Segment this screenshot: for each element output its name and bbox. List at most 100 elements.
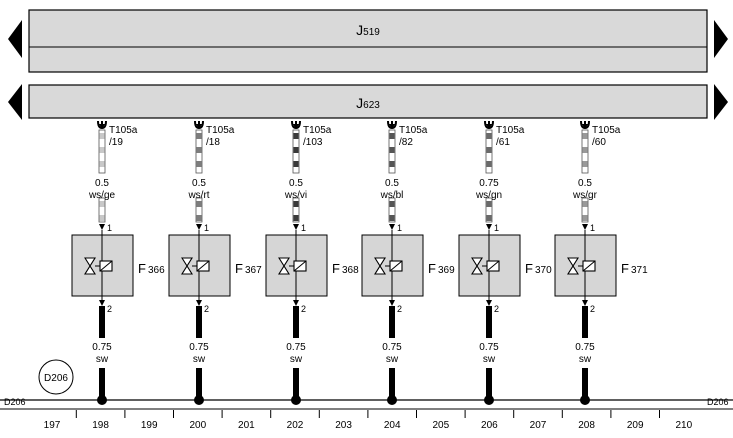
- wire-gauge-label: 0.75: [92, 342, 112, 353]
- wire-gauge-label: 0.5: [578, 178, 592, 189]
- solenoid-valve-icon: [84, 257, 113, 275]
- wire-gauge-label: 0.75: [575, 342, 595, 353]
- component-label: F: [428, 261, 436, 276]
- signal-wire: [98, 129, 106, 223]
- ground-wire: [196, 306, 202, 398]
- pin-in-label: 1: [397, 223, 402, 233]
- ecu-j623-subscript: 623: [363, 100, 380, 111]
- pin-arrow-icon: [293, 300, 299, 306]
- pin-out-label: 2: [494, 304, 499, 314]
- pin-arrow-icon: [196, 300, 202, 306]
- ecu-j519-subscript: 519: [363, 27, 380, 38]
- terminal-arrow-icon: [293, 124, 299, 129]
- signal-wire: [388, 129, 396, 223]
- pin-arrow-icon: [196, 224, 202, 230]
- wire-color-label: ws/bl: [380, 190, 404, 201]
- signal-wire: [581, 129, 589, 223]
- pin-arrow-icon: [486, 300, 492, 306]
- ground-wire: [486, 306, 492, 398]
- connector-label: T105a: [206, 125, 235, 136]
- component-subscript: 367: [245, 265, 262, 276]
- wire-gauge-label: 0.5: [385, 178, 399, 189]
- pin-in-label: 1: [590, 223, 595, 233]
- control-unit-j623: J623: [8, 84, 728, 120]
- connector-pin-label: /19: [109, 137, 123, 148]
- pin-arrow-icon: [389, 224, 395, 230]
- connector-label: T105a: [496, 125, 525, 136]
- ruler-number: 204: [384, 420, 401, 431]
- ecu-j623-label: J: [356, 95, 363, 111]
- connector-pin-label: /103: [303, 137, 323, 148]
- svg-text:J623: J623: [356, 95, 380, 111]
- wire-color-label: sw: [386, 354, 399, 365]
- wire-color-label: sw: [483, 354, 496, 365]
- right-arrow-icon: [714, 84, 728, 120]
- ground-wire: [99, 306, 105, 398]
- connector-label: T105a: [109, 125, 138, 136]
- ruler-number: 203: [335, 420, 352, 431]
- signal-wire: [292, 129, 300, 223]
- solenoid-valve: [71, 230, 134, 302]
- wire-color-label: sw: [290, 354, 303, 365]
- ground-label-right: D206: [707, 397, 729, 407]
- wire-color-label: ws/vi: [284, 190, 307, 201]
- ground-bus: D206 D206 D206: [0, 359, 733, 410]
- ruler-number: 209: [627, 420, 644, 431]
- ruler-number: 199: [141, 420, 158, 431]
- ecu-j519-label: J: [356, 22, 363, 38]
- left-arrow-icon: [8, 20, 22, 58]
- wire-gauge-label: 0.75: [479, 178, 499, 189]
- left-arrow-icon: [8, 84, 22, 120]
- pin-in-label: 1: [494, 223, 499, 233]
- ruler-number: 205: [432, 420, 449, 431]
- ruler-number: 202: [287, 420, 304, 431]
- terminal-arrow-icon: [389, 124, 395, 129]
- pin-in-label: 1: [107, 223, 112, 233]
- solenoid-valve: [361, 230, 424, 302]
- wire-color-label: ws/ge: [88, 190, 116, 201]
- connector-pin-label: /18: [206, 137, 220, 148]
- ground-point-marker: [38, 359, 74, 395]
- component-subscript: 369: [438, 265, 455, 276]
- right-arrow-icon: [714, 20, 728, 58]
- pin-arrow-icon: [486, 224, 492, 230]
- ruler-number: 207: [530, 420, 547, 431]
- component-subscript: 370: [535, 265, 552, 276]
- component-label: F: [332, 261, 340, 276]
- component-label: F: [138, 261, 146, 276]
- pin-arrow-icon: [582, 224, 588, 230]
- ruler-number: 197: [44, 420, 61, 431]
- component-subscript: 368: [342, 265, 359, 276]
- terminal-arrow-icon: [99, 124, 105, 129]
- connector-pin-label: /61: [496, 137, 510, 148]
- signal-wire: [195, 129, 203, 223]
- pin-arrow-icon: [99, 300, 105, 306]
- component-label: F: [621, 261, 629, 276]
- ruler-number: 198: [92, 420, 109, 431]
- component-label: F: [235, 261, 243, 276]
- component-subscript: 366: [148, 265, 165, 276]
- solenoid-valve-icon: [471, 257, 500, 275]
- wire-color-label: ws/gn: [475, 190, 502, 201]
- solenoid-valve: [265, 230, 328, 302]
- ground-label-left: D206: [4, 397, 26, 407]
- solenoid-valve: [554, 230, 617, 302]
- terminal-arrow-icon: [196, 124, 202, 129]
- pin-arrow-icon: [389, 300, 395, 306]
- pin-arrow-icon: [293, 224, 299, 230]
- ground-wire: [582, 306, 588, 398]
- pin-out-label: 2: [107, 304, 112, 314]
- solenoid-valve-icon: [181, 257, 210, 275]
- ground-wire: [389, 306, 395, 398]
- solenoid-valve: [458, 230, 521, 302]
